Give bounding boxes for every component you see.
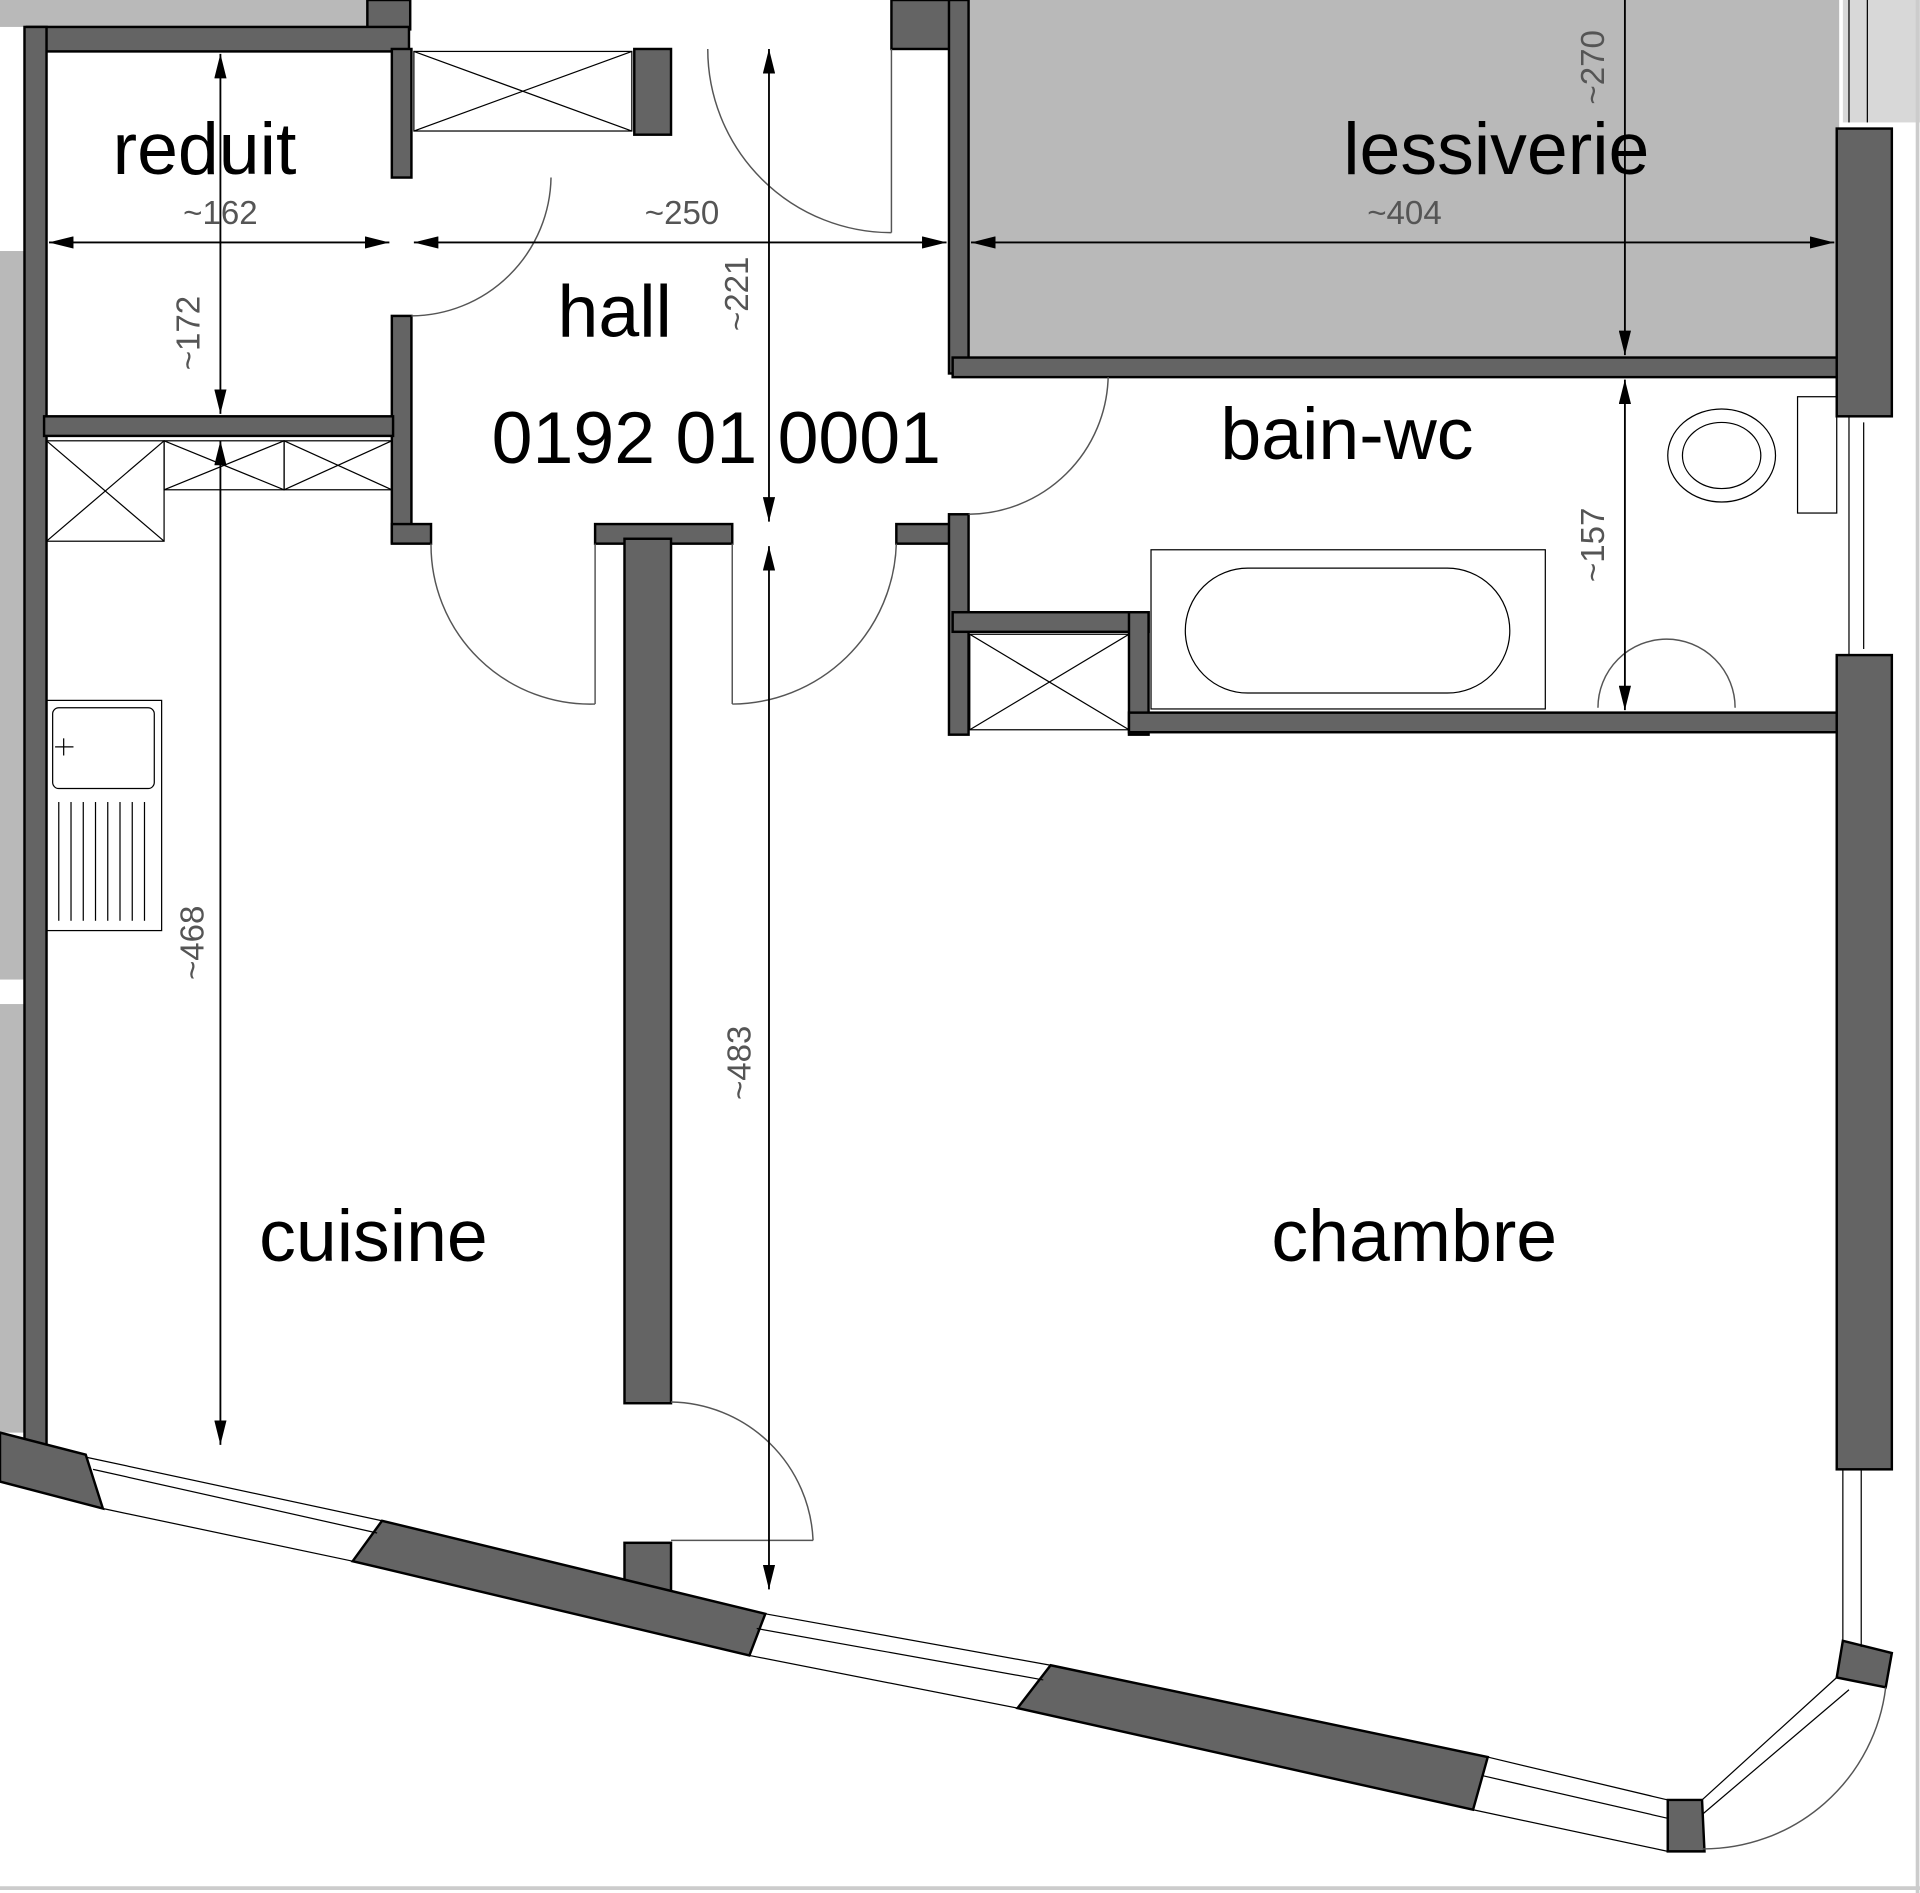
dim-lessiverie-height: ~270 bbox=[1575, 30, 1612, 104]
kitchen-sink bbox=[45, 699, 163, 932]
wall-lessiverie-west-vert bbox=[947, 0, 970, 375]
wall-west-top bbox=[25, 25, 411, 53]
cabinet-kitchen-1 bbox=[45, 440, 165, 542]
room-label-hall: hall bbox=[558, 270, 672, 353]
wall-bain-bottom bbox=[1127, 711, 1841, 734]
wall-top-left bbox=[366, 0, 412, 31]
dim-chambre-height: ~483 bbox=[722, 1026, 759, 1100]
cabinet-kitchen-3 bbox=[283, 440, 393, 491]
wall-east-upper bbox=[1835, 127, 1894, 418]
wall-partition bbox=[623, 537, 673, 1405]
facade-walls bbox=[0, 1431, 1894, 1853]
cabinet-reduit bbox=[413, 50, 633, 132]
wall-reduit-hall-lower bbox=[390, 314, 413, 544]
windows bbox=[85, 0, 1868, 1852]
bathtub bbox=[1150, 549, 1546, 710]
dim-reduit-width: ~162 bbox=[183, 195, 257, 232]
facade-wall-5 bbox=[1835, 1639, 1894, 1689]
wall-hall-bottom-left bbox=[390, 522, 433, 545]
lessiverie-room bbox=[967, 0, 1840, 360]
facade-wall-3 bbox=[1015, 1663, 1490, 1812]
walls bbox=[23, 0, 1894, 1594]
dim-cuisine-height: ~468 bbox=[174, 906, 211, 980]
dim-lessiverie-width: ~404 bbox=[1367, 195, 1441, 232]
facade-wall-1 bbox=[0, 1431, 105, 1511]
facade-wall-4 bbox=[1666, 1798, 1706, 1853]
dim-hall-width: ~250 bbox=[645, 195, 719, 232]
room-labels: reduit lessiverie hall 0192 01 0001 bain… bbox=[113, 107, 1650, 1277]
dim-bain-height: ~157 bbox=[1575, 508, 1612, 582]
wall-reduit-hall bbox=[390, 47, 413, 179]
room-label-chambre: chambre bbox=[1271, 1194, 1557, 1277]
dimension-labels: ~162 ~250 ~404 ~270 ~172 ~221 ~157 ~468 … bbox=[171, 30, 1612, 1100]
wall-lessiverie-bottom bbox=[951, 356, 1841, 379]
room-label-cuisine: cuisine bbox=[259, 1194, 488, 1277]
room-label-bain-wc: bain-wc bbox=[1220, 392, 1473, 475]
room-label-reduit: reduit bbox=[113, 107, 297, 190]
neighbor-areas bbox=[0, 0, 1920, 1433]
unit-code: 0192 01 0001 bbox=[492, 396, 941, 479]
wall-reduit-bottom bbox=[42, 415, 395, 438]
dim-hall-height: ~221 bbox=[719, 257, 756, 331]
dim-reduit-height: ~172 bbox=[171, 296, 208, 370]
wall-bain-ledge bbox=[951, 611, 1150, 634]
storage-fixtures bbox=[45, 50, 1130, 731]
wall-hall-post bbox=[633, 47, 673, 136]
toilet bbox=[1667, 396, 1838, 514]
wall-west bbox=[23, 25, 48, 1449]
dimension-lines bbox=[48, 0, 1835, 1590]
cabinet-bain bbox=[969, 633, 1130, 731]
wall-east-lower bbox=[1835, 653, 1894, 1471]
room-label-lessiverie: lessiverie bbox=[1343, 107, 1649, 190]
